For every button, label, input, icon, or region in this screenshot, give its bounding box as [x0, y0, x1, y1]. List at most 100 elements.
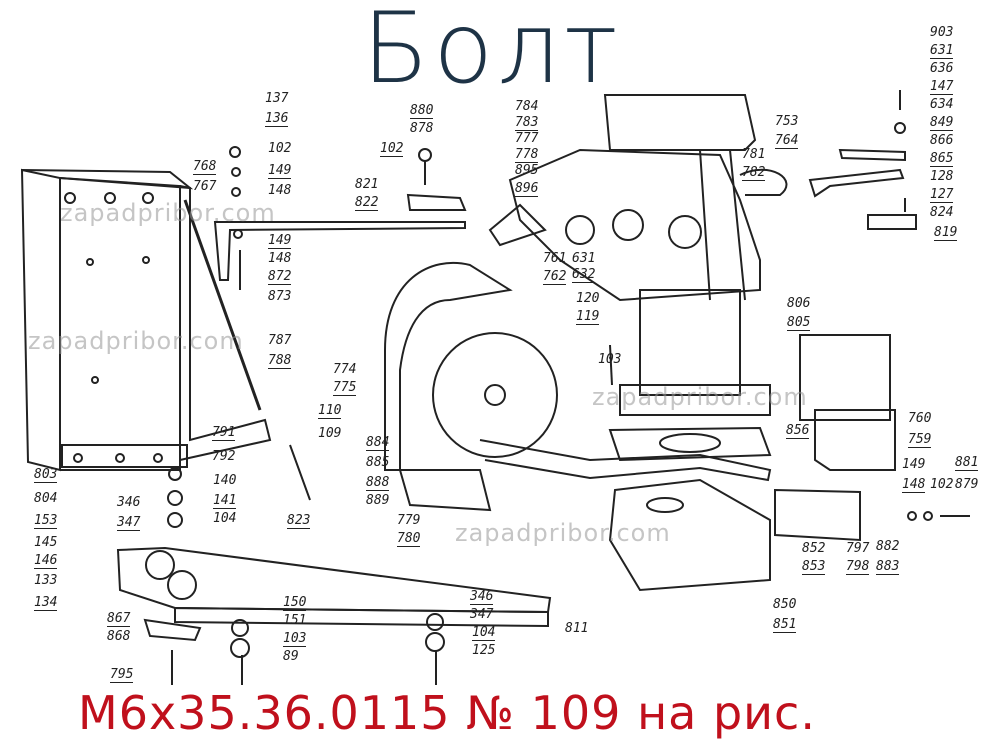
part-number-label: 853 — [802, 559, 826, 575]
base-plate — [116, 546, 552, 642]
part-number-label: 762 — [543, 269, 567, 285]
part-number-label: 137 — [265, 91, 289, 106]
part-number-label: 150 — [283, 595, 307, 611]
part-number-label: 783 — [515, 115, 539, 131]
part-number-label: 136 — [265, 111, 289, 127]
part-number-label: 866 — [930, 133, 954, 148]
part-number-label: 346 — [470, 589, 494, 605]
part-number-label: 104 — [472, 625, 496, 641]
part-number-label: 147 — [930, 79, 954, 95]
part-number-label: 819 — [934, 225, 958, 241]
part-number-label: 759 — [908, 432, 932, 448]
part-number-label: 775 — [333, 380, 357, 396]
part-number-label: 804 — [34, 491, 58, 506]
part-number-label: 888 — [366, 475, 390, 491]
part-number-label: 856 — [786, 423, 810, 439]
part-number-label: 134 — [34, 595, 58, 611]
part-number-label: 346 — [117, 495, 141, 510]
part-number-label: 850 — [773, 597, 797, 612]
part-number-label: 868 — [107, 629, 131, 644]
part-caption: M6x35.36.0115 № 109 на рис. — [78, 686, 816, 740]
part-number-label: 879 — [955, 477, 979, 492]
watermark-text: zapadpribor.com — [60, 199, 276, 227]
part-number-label: 779 — [397, 513, 421, 528]
part-number-label: 631 — [930, 43, 954, 59]
part-number-label: 822 — [355, 195, 379, 211]
part-number-label: 795 — [110, 667, 134, 683]
part-number-label: 821 — [355, 177, 379, 192]
part-number-label: 149 — [268, 163, 292, 179]
cabinet-panel — [20, 168, 272, 472]
fasteners — [167, 90, 970, 685]
part-number-label: 852 — [802, 541, 826, 556]
part-number-label: 125 — [472, 643, 496, 658]
watermark-text: zapadpribor.com — [455, 519, 671, 547]
part-number-label: 103 — [283, 631, 307, 647]
part-number-label: 824 — [930, 205, 954, 220]
part-number-label: 797 — [846, 541, 870, 556]
part-number-label: 798 — [846, 559, 870, 575]
part-number-label: 146 — [34, 553, 58, 569]
part-number-label: 89 — [283, 649, 299, 664]
part-number-label: 781 — [742, 147, 766, 162]
part-number-label: 867 — [107, 611, 131, 627]
part-number-label: 148 — [268, 183, 292, 198]
part-number-label: 811 — [565, 621, 589, 636]
part-number-label: 631 — [572, 251, 596, 266]
part-number-label: 347 — [117, 515, 141, 531]
part-number-label: 774 — [333, 362, 357, 377]
part-number-label: 849 — [930, 115, 954, 131]
coil-relay — [774, 334, 896, 542]
part-number-label: 634 — [930, 97, 954, 112]
part-number-label: 102 — [380, 141, 404, 157]
part-number-label: 149 — [902, 457, 926, 472]
part-number-label: 883 — [876, 559, 900, 575]
part-number-label: 777 — [515, 131, 539, 146]
part-number-label: 873 — [268, 289, 292, 304]
part-number-label: 140 — [213, 473, 237, 488]
part-number-label: 102 — [930, 477, 954, 492]
part-number-label: 148 — [268, 251, 292, 266]
part-number-label: 110 — [318, 403, 342, 419]
part-number-label: 347 — [470, 607, 494, 622]
column-base — [608, 289, 772, 592]
part-number-label: 803 — [34, 467, 58, 483]
part-number-label: 127 — [930, 187, 954, 203]
part-number-label: 884 — [366, 435, 390, 451]
part-number-label: 851 — [773, 617, 797, 633]
part-number-label: 885 — [366, 455, 390, 470]
part-number-label: 151 — [283, 613, 307, 628]
part-number-label: 103 — [598, 352, 622, 367]
contactor-assembly — [488, 94, 917, 302]
part-number-label: 632 — [572, 267, 596, 283]
part-number-label: 145 — [34, 535, 58, 550]
part-number-label: 805 — [787, 315, 811, 331]
part-number-label: 141 — [213, 493, 237, 509]
part-number-label: 764 — [775, 133, 799, 149]
part-number-label: 780 — [397, 531, 421, 547]
part-number-label: 880 — [410, 103, 434, 119]
part-number-label: 895 — [515, 163, 539, 178]
part-number-label: 109 — [318, 426, 342, 441]
part-number-label: 753 — [775, 114, 799, 129]
part-number-label: 761 — [543, 251, 567, 266]
watermark-text: zapadpribor.com — [592, 383, 808, 411]
part-number-label: 153 — [34, 513, 58, 529]
part-number-label: 878 — [410, 121, 434, 136]
watermark-text: zapadpribor.com — [28, 327, 244, 355]
part-number-label: 148 — [902, 477, 926, 493]
part-number-label: 782 — [742, 165, 766, 181]
part-number-label: 903 — [930, 25, 954, 40]
part-number-label: 889 — [366, 493, 390, 508]
bracket — [213, 193, 467, 281]
part-number-label: 120 — [576, 291, 600, 306]
part-number-label: 119 — [576, 309, 600, 325]
part-number-label: 823 — [287, 513, 311, 529]
part-number-label: 149 — [268, 233, 292, 249]
part-number-label: 881 — [955, 455, 979, 471]
part-number-label: 791 — [212, 425, 236, 441]
part-number-label: 768 — [193, 159, 217, 175]
part-number-label: 788 — [268, 353, 292, 369]
